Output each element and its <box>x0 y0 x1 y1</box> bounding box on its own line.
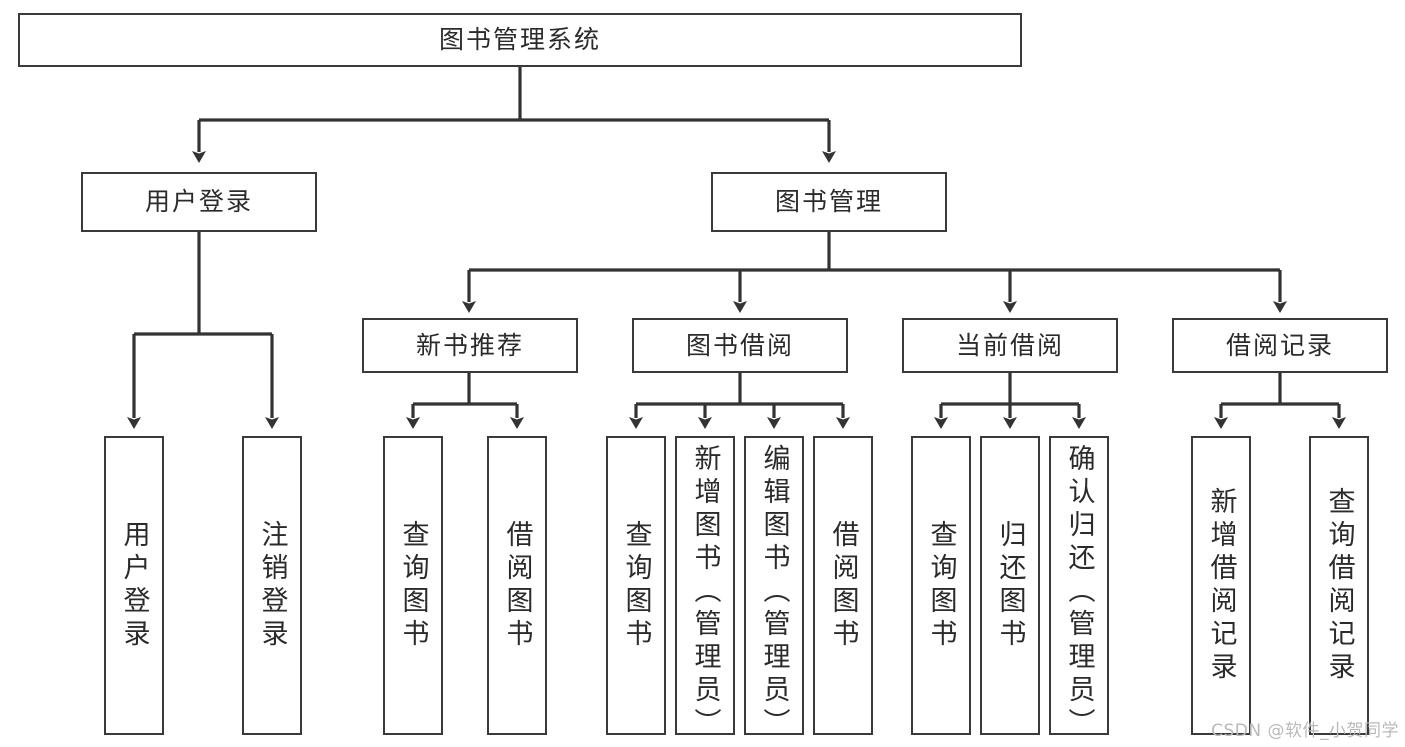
node-leaf-borrow-book-2-label: 借阅图书 <box>827 519 859 652</box>
node-borrow-record-label: 借阅记录 <box>1225 330 1334 360</box>
node-new-book-recommend-label: 新书推荐 <box>415 330 524 360</box>
node-leaf-add-book-label: 新增图书（管理员） <box>689 444 721 741</box>
node-borrow-record[interactable]: 借阅记录 <box>1172 318 1388 373</box>
node-current-borrow-label: 当前借阅 <box>955 330 1064 360</box>
node-leaf-add-borrow-record[interactable]: 新增借阅记录 <box>1191 436 1251 735</box>
node-leaf-query-book-3-label: 查询图书 <box>925 519 957 652</box>
watermark: CSDN @软件_小贺同学 <box>1211 721 1399 741</box>
node-leaf-confirm-return-label: 确认归还（管理员） <box>1063 444 1095 741</box>
node-leaf-edit-book-label: 编辑图书（管理员） <box>758 444 790 741</box>
node-book-borrow-label: 图书借阅 <box>685 330 794 360</box>
node-book-manage[interactable]: 图书管理 <box>711 172 947 232</box>
node-leaf-query-borrow-record-label: 查询借阅记录 <box>1323 486 1355 685</box>
node-leaf-return-book[interactable]: 归还图书 <box>980 436 1040 735</box>
node-root[interactable]: 图书管理系统 <box>18 13 1022 67</box>
node-leaf-query-book-1[interactable]: 查询图书 <box>383 436 443 735</box>
node-book-manage-label: 图书管理 <box>774 187 883 217</box>
node-leaf-user-login[interactable]: 用户登录 <box>104 436 164 735</box>
node-leaf-user-login-label: 用户登录 <box>118 519 150 652</box>
node-leaf-query-book-1-label: 查询图书 <box>397 519 429 652</box>
node-leaf-query-borrow-record[interactable]: 查询借阅记录 <box>1309 436 1369 735</box>
node-leaf-borrow-book-1-label: 借阅图书 <box>501 519 533 652</box>
node-leaf-query-book-3[interactable]: 查询图书 <box>911 436 971 735</box>
node-leaf-edit-book[interactable]: 编辑图书（管理员） <box>744 436 804 741</box>
node-leaf-add-borrow-record-label: 新增借阅记录 <box>1205 486 1237 685</box>
node-leaf-borrow-book-2[interactable]: 借阅图书 <box>813 436 873 735</box>
node-leaf-logout-login-label: 注销登录 <box>256 519 288 652</box>
node-leaf-query-book-2[interactable]: 查询图书 <box>606 436 666 735</box>
node-leaf-logout-login[interactable]: 注销登录 <box>242 436 302 735</box>
node-leaf-return-book-label: 归还图书 <box>994 519 1026 652</box>
node-leaf-borrow-book-1[interactable]: 借阅图书 <box>487 436 547 735</box>
node-user-login[interactable]: 用户登录 <box>81 172 317 232</box>
node-root-label: 图书管理系统 <box>438 25 601 55</box>
node-current-borrow[interactable]: 当前借阅 <box>902 318 1118 373</box>
node-leaf-add-book[interactable]: 新增图书（管理员） <box>675 436 735 741</box>
node-user-login-label: 用户登录 <box>144 187 253 217</box>
node-new-book-recommend[interactable]: 新书推荐 <box>362 318 578 373</box>
node-leaf-confirm-return[interactable]: 确认归还（管理员） <box>1049 436 1109 741</box>
node-leaf-query-book-2-label: 查询图书 <box>620 519 652 652</box>
node-book-borrow[interactable]: 图书借阅 <box>632 318 848 373</box>
